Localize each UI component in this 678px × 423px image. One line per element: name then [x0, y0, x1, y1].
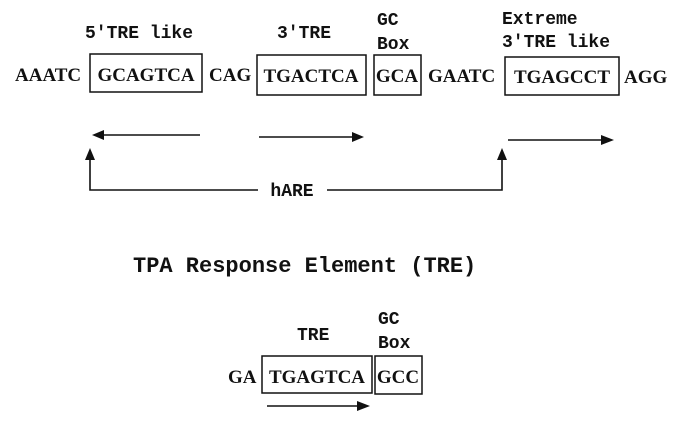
label-gc: GC: [377, 11, 399, 31]
label-extreme-3tre-like: 3'TRE like: [502, 33, 610, 53]
seq-aaatc: AAATC: [15, 65, 81, 86]
seq-cag: CAG: [209, 65, 251, 86]
hare-bracket: [85, 148, 507, 191]
box-5tre: [89, 53, 203, 93]
label-box: Box: [377, 35, 410, 55]
arrow-left-5tre: [92, 130, 200, 140]
arrow-right-tre: [267, 401, 370, 411]
box-tre: [261, 355, 373, 394]
box-gc: [373, 54, 422, 96]
label-tre: TRE: [297, 326, 330, 346]
seq-agg: AGG: [624, 67, 668, 88]
arrow-right-extreme: [508, 135, 614, 145]
hare-label: hARE: [270, 182, 313, 202]
arrow-right-3tre: [259, 132, 364, 142]
seq-tgagcct: TGAGCCT: [514, 67, 610, 88]
seq-tgactca: TGACTCA: [263, 66, 358, 87]
seq-tgagtca: TGAGTCA: [269, 367, 365, 388]
seq-gaatc: GAATC: [428, 66, 495, 87]
label-3tre: 3'TRE: [277, 24, 331, 44]
label-box-bottom: Box: [378, 334, 411, 354]
section-title: TPA Response Element (TRE): [133, 254, 476, 279]
box-gc-bottom: [374, 355, 423, 395]
box-3tre: [256, 54, 367, 96]
seq-gcc: GCC: [377, 367, 419, 388]
label-gc-bottom: GC: [378, 310, 400, 330]
seq-gcagtca: GCAGTCA: [97, 65, 194, 86]
label-extreme: Extreme: [502, 10, 578, 30]
label-5tre-like: 5'TRE like: [85, 24, 193, 44]
seq-gca: GCA: [376, 66, 419, 87]
seq-ga: GA: [228, 367, 257, 388]
box-extreme-3tre: [504, 56, 620, 96]
